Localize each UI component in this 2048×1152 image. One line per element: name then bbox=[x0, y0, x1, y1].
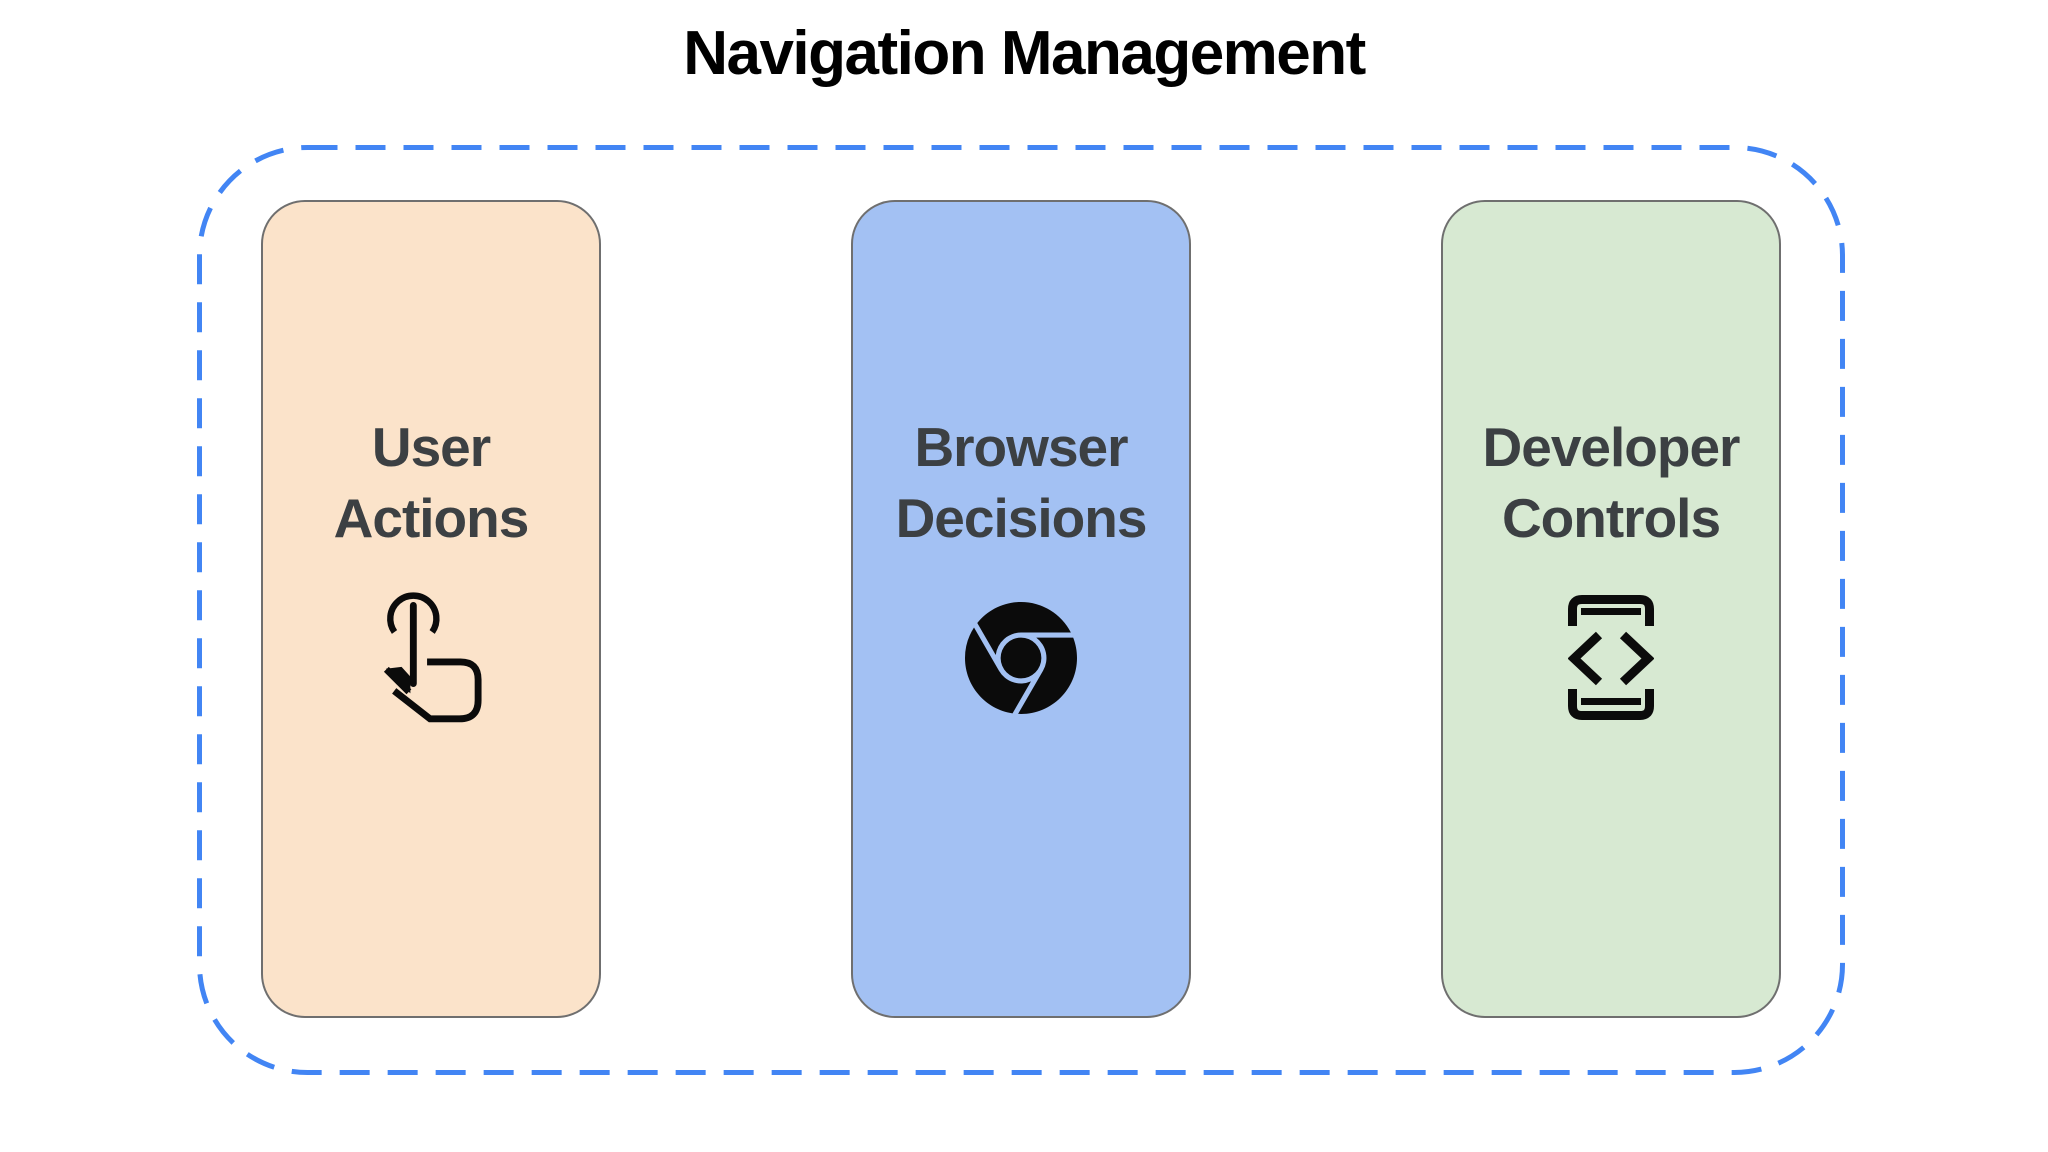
chrome-icon bbox=[965, 590, 1077, 725]
card-developer-controls: Developer Controls bbox=[1441, 200, 1781, 1018]
diagram-title: Navigation Management bbox=[683, 19, 1366, 88]
card-user-actions: User Actions bbox=[261, 200, 601, 1018]
dashed-border-outline bbox=[197, 145, 1845, 1075]
card-browser-decisions: Browser Decisions bbox=[851, 200, 1191, 1018]
card-developer-controls-label: Developer Controls bbox=[1482, 416, 1741, 549]
card-user-actions-label: User Actions bbox=[333, 416, 530, 549]
navigation-management-group: User Actions Browser Decisions bbox=[197, 145, 1845, 1075]
touch-gesture-icon bbox=[378, 590, 484, 725]
developer-mode-icon bbox=[1568, 590, 1654, 725]
cards-row: User Actions Browser Decisions bbox=[197, 145, 1845, 1075]
card-browser-decisions-label: Browser Decisions bbox=[895, 416, 1148, 549]
